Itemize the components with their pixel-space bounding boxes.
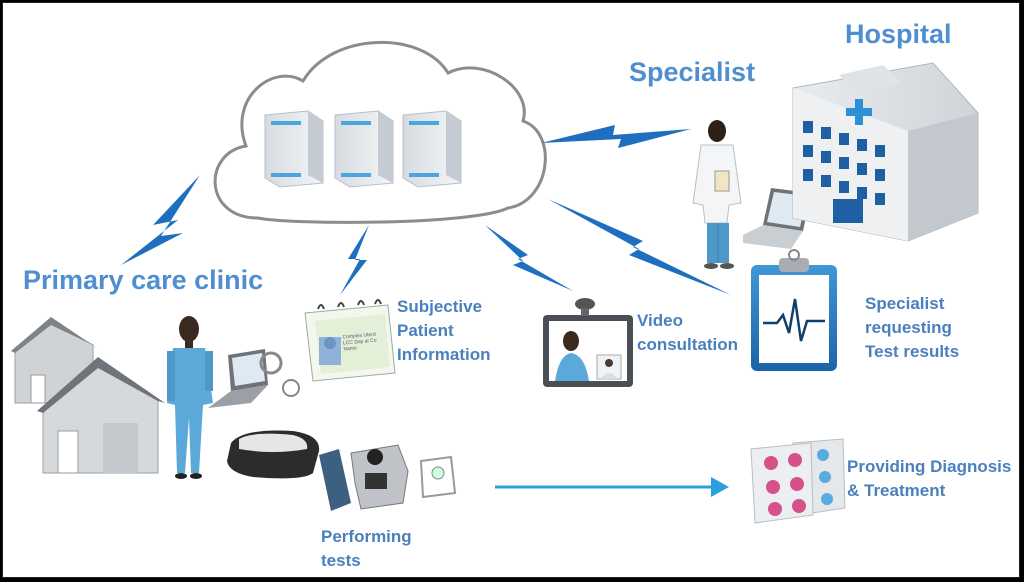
lightning-bolt-icon: [541, 125, 691, 148]
diagram-art: [11, 40, 979, 524]
server-icon: [264, 110, 324, 188]
label-line: requesting: [865, 318, 952, 337]
lightning-bolt-icon: [485, 225, 573, 291]
subjective-patient-information-label: Subjective Patient Information: [397, 295, 491, 367]
video-monitor-icon: [543, 298, 633, 387]
label-line: Providing Diagnosis: [847, 457, 1012, 476]
server-icon: [402, 110, 462, 188]
medical-devices-icon: [227, 430, 457, 511]
label-line: Information: [397, 345, 491, 364]
specialist-label: Specialist: [629, 57, 756, 87]
primary-care-clinic-label: Primary care clinic: [23, 265, 264, 295]
arrow-icon: [495, 477, 729, 497]
specialist-requesting-test-results-label: Specialist requesting Test results: [865, 292, 959, 364]
house-icon: [37, 357, 165, 474]
hospital-building-icon: [792, 62, 979, 242]
label-line: Patient: [397, 321, 454, 340]
server-icon: [334, 110, 394, 188]
label-line: Video: [637, 311, 683, 330]
label-line: Performing: [321, 527, 412, 546]
label-line: consultation: [637, 335, 739, 354]
clipboard-ecg-icon: [751, 249, 837, 371]
lightning-bolt-icon: [548, 199, 731, 295]
label-line: Subjective: [397, 297, 483, 316]
doctor-icon: [692, 120, 742, 269]
patient-card-text: Complex Uterd LCC Day at Co Name: [342, 332, 377, 353]
video-consultation-label: Video consultation: [637, 309, 738, 357]
label-line: tests: [321, 551, 361, 570]
performing-tests-label: Performing tests: [321, 525, 412, 573]
label-line: Test results: [865, 342, 960, 361]
lightning-bolt-icon: [340, 225, 369, 295]
label-line: Specialist: [865, 294, 945, 313]
hospital-label: Hospital: [845, 19, 952, 49]
providing-diagnosis-treatment-label: Providing Diagnosis & Treatment: [847, 455, 1011, 503]
patient-card-icon: [304, 299, 396, 382]
label-line: & Treatment: [847, 481, 946, 500]
pill-blister-icon: [750, 438, 846, 524]
nurse-icon: [167, 316, 213, 479]
laptop-icon: [208, 349, 300, 408]
lightning-bolt-icon: [121, 175, 200, 265]
